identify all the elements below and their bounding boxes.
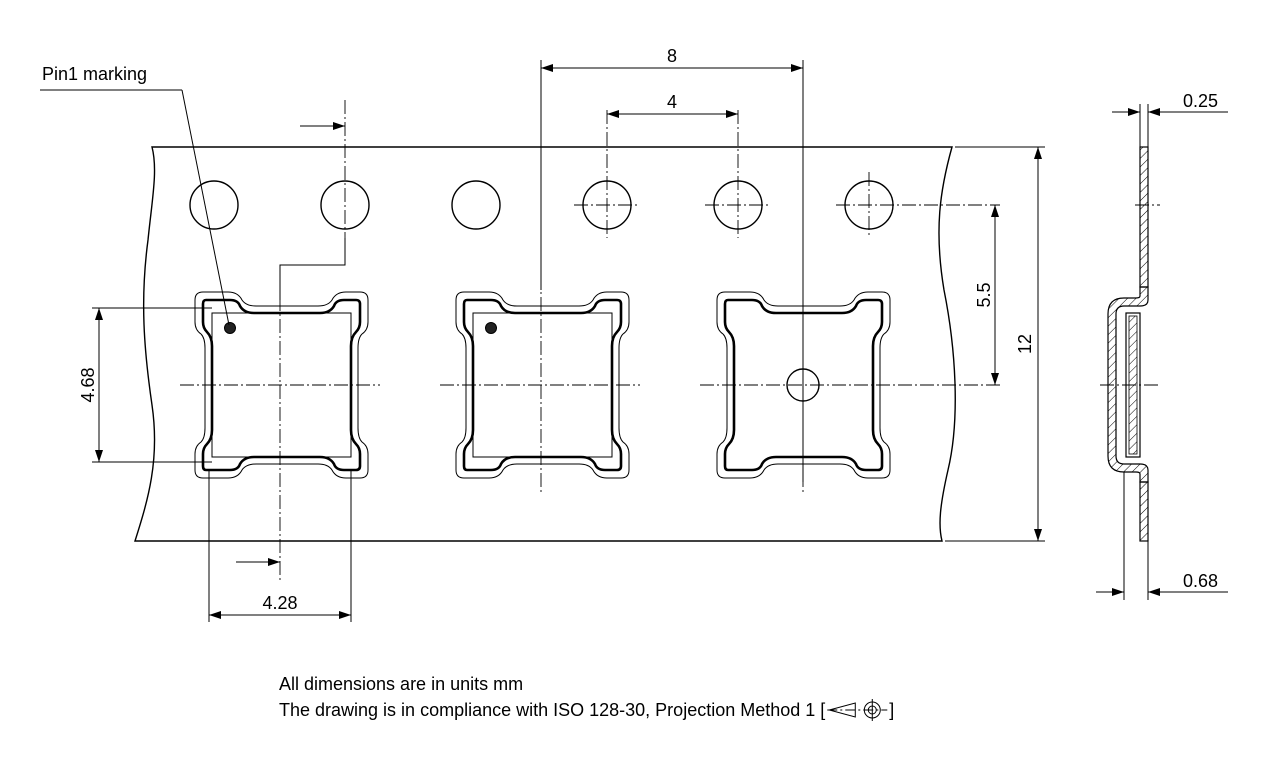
dim-pitch-label: 8 [667, 46, 677, 66]
projection-method-icon [827, 699, 888, 721]
dim-tape-width [945, 146, 1045, 542]
dim-hole-pitch-label: 4 [667, 92, 677, 112]
dim-tape-thickness-label: 0.25 [1183, 91, 1218, 111]
pin1-dot [485, 322, 497, 334]
pocket-3 [716, 291, 891, 479]
reference-leader [279, 238, 346, 300]
pocket-centerlines [180, 275, 1000, 580]
carrier-tape-outline [134, 146, 956, 542]
sprocket-hole [451, 180, 501, 230]
pin1-label: Pin1 marking [42, 64, 147, 84]
dim-tape-width-label: 12 [1015, 334, 1035, 354]
dim-pocket-depth [1096, 472, 1228, 600]
pin1-dot [224, 322, 236, 334]
dim-pocket-length-label: 4.68 [78, 367, 98, 402]
dim-hole-to-pocket-label: 5.5 [974, 282, 994, 307]
dim-pitch [540, 60, 804, 482]
note-units: All dimensions are in units mm [279, 674, 523, 694]
note-iso-end: ] [889, 700, 894, 720]
side-section-view [1100, 146, 1160, 542]
dim-pocket-width [208, 470, 352, 622]
note-iso-text: The drawing is in compliance with ISO 12… [279, 700, 825, 720]
dim-tape-thickness [1112, 104, 1228, 147]
dim-pocket-depth-label: 0.68 [1183, 571, 1218, 591]
dim-pocket-width-label: 4.28 [262, 593, 297, 613]
pocket-1 [194, 291, 369, 479]
sprocket-hole [189, 180, 239, 230]
pin1-leader [40, 89, 230, 326]
dim-pocket-length [92, 307, 212, 463]
hole-centerlines [344, 100, 1000, 238]
note-iso: The drawing is in compliance with ISO 12… [279, 700, 825, 720]
